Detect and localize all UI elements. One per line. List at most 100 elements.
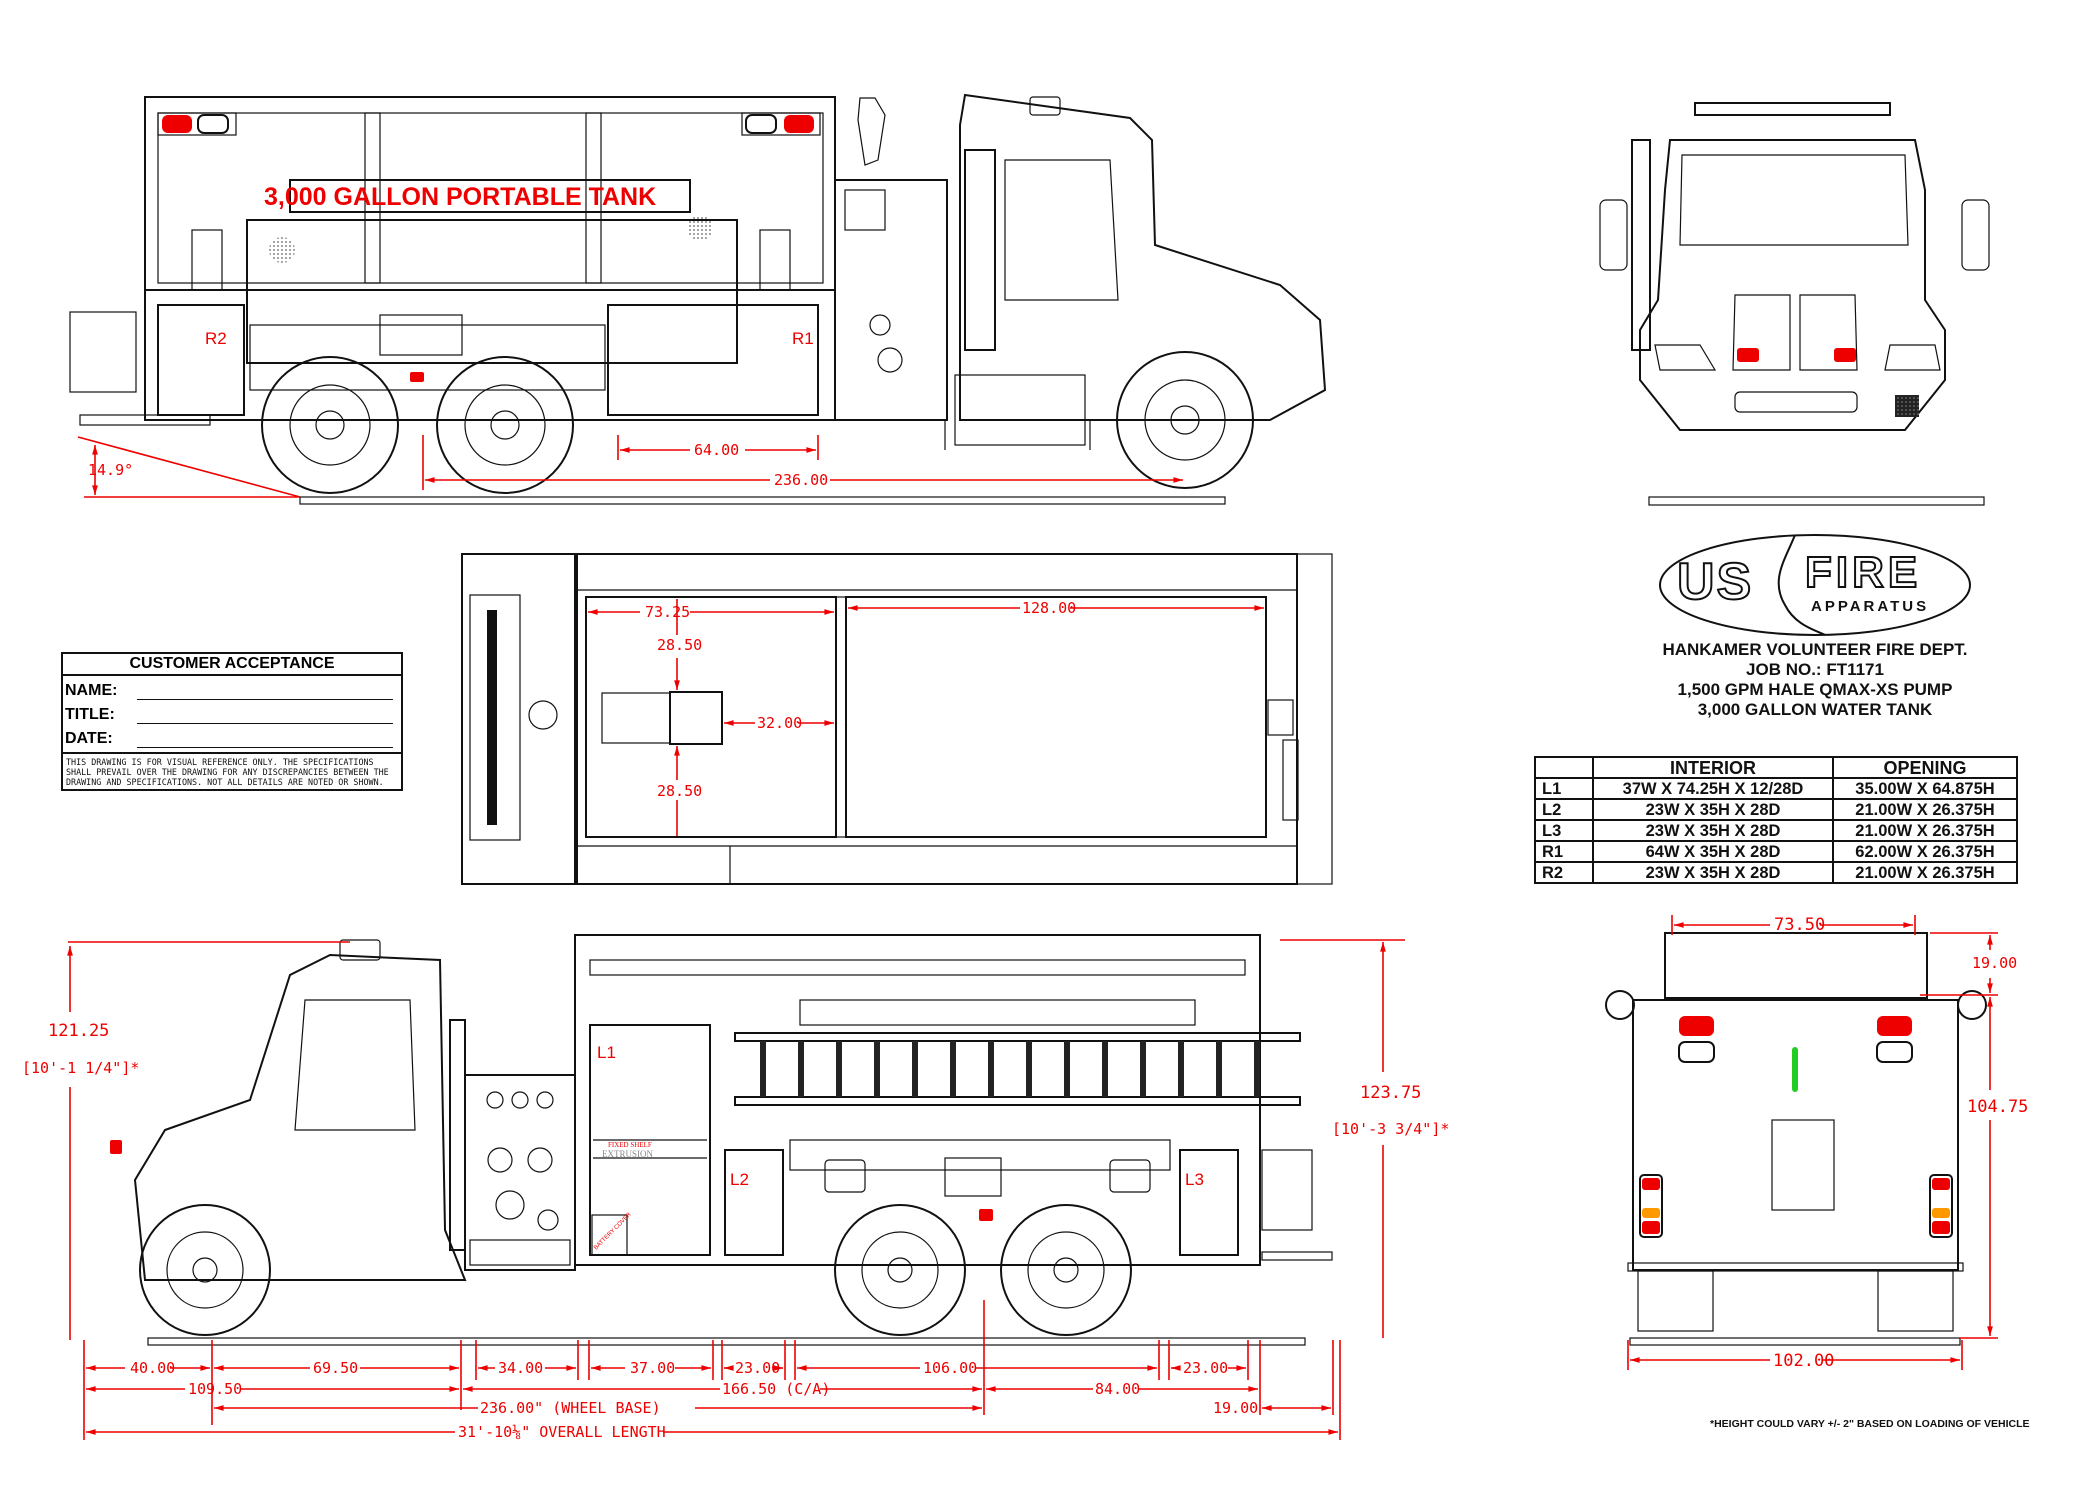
ladder-rung xyxy=(1102,1041,1108,1097)
acceptance-date-row: DATE: xyxy=(63,724,401,748)
top-view: 73.25 128.00 28.50 28.50 32.00 xyxy=(461,553,1333,885)
date-field[interactable] xyxy=(137,733,393,748)
header-code xyxy=(1534,756,1594,779)
portable-tank: 3,000 GALLON PORTABLE TANK xyxy=(246,183,738,364)
tail-light-left xyxy=(1639,1174,1663,1238)
ladder-rung xyxy=(874,1041,880,1097)
dim-cab-height-ft: [10'-1 1/4"]* xyxy=(22,1059,139,1077)
rear-view: 73.50 19.00 104.75 102.00 xyxy=(1605,915,2028,1371)
cell-code: R1 xyxy=(1534,840,1594,863)
front-wheel-right xyxy=(1116,351,1254,489)
customer-acceptance-box: CUSTOMER ACCEPTANCE NAME: TITLE: DATE: T… xyxy=(61,652,403,791)
dim-body-height: 123.75 xyxy=(1360,1083,1421,1103)
dimensions-length: 40.00 69.50 34.00 37.00 23.00 106.00 23.… xyxy=(83,1300,1341,1441)
cell-opening: 62.00W X 26.375H xyxy=(1832,840,2018,863)
warning-light-pair-left xyxy=(157,112,237,136)
dim-l1: 37.00 xyxy=(630,1359,675,1377)
label-r2: R2 xyxy=(205,329,227,348)
l1-shelf-label: FIXED SHELF xyxy=(608,1141,652,1149)
ladder-rung xyxy=(988,1041,994,1097)
name-label: NAME: xyxy=(65,682,118,699)
compartment-r2[interactable] xyxy=(157,304,245,416)
compartment-l2[interactable] xyxy=(724,1149,784,1256)
label-r1: R1 xyxy=(792,329,814,348)
dim-rear-body-height: 104.75 xyxy=(1967,1097,2028,1117)
ladder-rung xyxy=(1064,1041,1070,1097)
dim-rear-overall-width: 102.00 xyxy=(1773,1351,1834,1371)
dim-rear-width-upper: 73.50 xyxy=(1774,915,1825,935)
dim-cab-height: 121.25 xyxy=(48,1021,109,1041)
ladder-rung xyxy=(1140,1041,1146,1097)
rear-wheels-right xyxy=(261,356,574,494)
side-view-right: 3,000 GALLON PORTABLE TANK R2 R1 xyxy=(69,93,1327,505)
ladder-rung xyxy=(1254,1041,1260,1097)
dim-body-height-ft: [10'-3 3/4"]* xyxy=(1332,1120,1449,1138)
mirror-right xyxy=(1961,199,1990,271)
warning-light-pair-right xyxy=(741,112,821,136)
ladder-rung xyxy=(836,1041,842,1097)
ladder-rung xyxy=(950,1041,956,1097)
cell-interior: 23W X 35H X 28D xyxy=(1592,819,1834,842)
cell-interior: 23W X 35H X 28D xyxy=(1592,861,1834,884)
logo-apparatus: APPARATUS xyxy=(1811,598,1930,615)
compartment-r1[interactable] xyxy=(607,304,819,416)
label-l1: L1 xyxy=(597,1043,616,1062)
cell-interior: 64W X 35H X 28D xyxy=(1592,840,1834,863)
dim-l3: 23.00 xyxy=(1183,1359,1228,1377)
title-field[interactable] xyxy=(137,709,393,724)
dim-overall-length: 31'-10⅛" OVERALL LENGTH xyxy=(458,1423,666,1441)
dim-bumper-to-cab: 109.50 xyxy=(188,1380,242,1398)
tank-spec: 3,000 GALLON WATER TANK xyxy=(1697,700,1933,719)
cell-opening: 35.00W X 64.875H xyxy=(1832,777,2018,800)
cell-code: L3 xyxy=(1534,819,1594,842)
dim-wheel-well: 106.00 xyxy=(923,1359,977,1377)
hatch-opening xyxy=(669,691,723,745)
acceptance-name-row: NAME: xyxy=(63,676,401,700)
date-label: DATE: xyxy=(65,730,113,747)
compartment-l1[interactable] xyxy=(589,1024,711,1256)
label-l3: L3 xyxy=(1185,1170,1204,1189)
dim-rear-section: 128.00 xyxy=(1022,599,1076,617)
dim-lower-offset: 28.50 xyxy=(657,782,702,800)
ladder-rung xyxy=(1216,1041,1222,1097)
dim-front-axle-to-cab: 69.50 xyxy=(313,1359,358,1377)
logo-us: US xyxy=(1676,552,1754,612)
cell-opening: 21.00W X 26.375H xyxy=(1832,819,2018,842)
ladder-rung xyxy=(1178,1041,1184,1097)
name-field[interactable] xyxy=(137,685,393,700)
acceptance-title-row: TITLE: xyxy=(63,700,401,724)
cell-code: L2 xyxy=(1534,798,1594,821)
height-footnote: *HEIGHT COULD VARY +/- 2" BASED ON LOADI… xyxy=(1710,1418,2030,1430)
title-block: US FIRE APPARATUS HANKAMER VOLUNTEER FIR… xyxy=(1530,530,2100,720)
l1-extrusion-label: EXTRUSION xyxy=(602,1149,653,1159)
cell-interior: 37W X 74.25H X 12/28D xyxy=(1592,777,1834,800)
label-l2: L2 xyxy=(730,1170,749,1189)
ladder-rung xyxy=(1026,1041,1032,1097)
cell-opening: 21.00W X 26.375H xyxy=(1832,861,2018,884)
mirror-left xyxy=(1599,199,1628,271)
dimensions-height: 121.25 [10'-1 1/4"]* 123.75 [10'-3 3/4"]… xyxy=(22,939,1449,1340)
title-label: TITLE: xyxy=(65,706,115,723)
dim-front-section: 73.25 xyxy=(645,603,690,621)
tail-light-right xyxy=(1929,1174,1953,1238)
ladder-rung xyxy=(760,1041,766,1097)
portable-tank-label: 3,000 GALLON PORTABLE TANK xyxy=(264,183,656,211)
cell-code: L1 xyxy=(1534,777,1594,800)
dim-upper-offset: 28.50 xyxy=(657,636,702,654)
dim-departure-angle: 14.9° xyxy=(88,461,133,479)
cell-interior: 23W X 35H X 28D xyxy=(1592,798,1834,821)
dimensions-top-view: 73.25 128.00 28.50 28.50 32.00 xyxy=(588,599,1264,836)
dim-l2: 23.00 xyxy=(735,1359,780,1377)
dim-rear-upper-height: 19.00 xyxy=(1972,954,2017,972)
compartment-l3[interactable] xyxy=(1179,1149,1239,1256)
pump-spec: 1,500 GPM HALE QMAX-XS PUMP xyxy=(1677,680,1953,699)
logo-fire: FIRE xyxy=(1804,547,1922,598)
dimensions-side-right: 14.9° 64.00 236.00 xyxy=(77,435,1183,498)
